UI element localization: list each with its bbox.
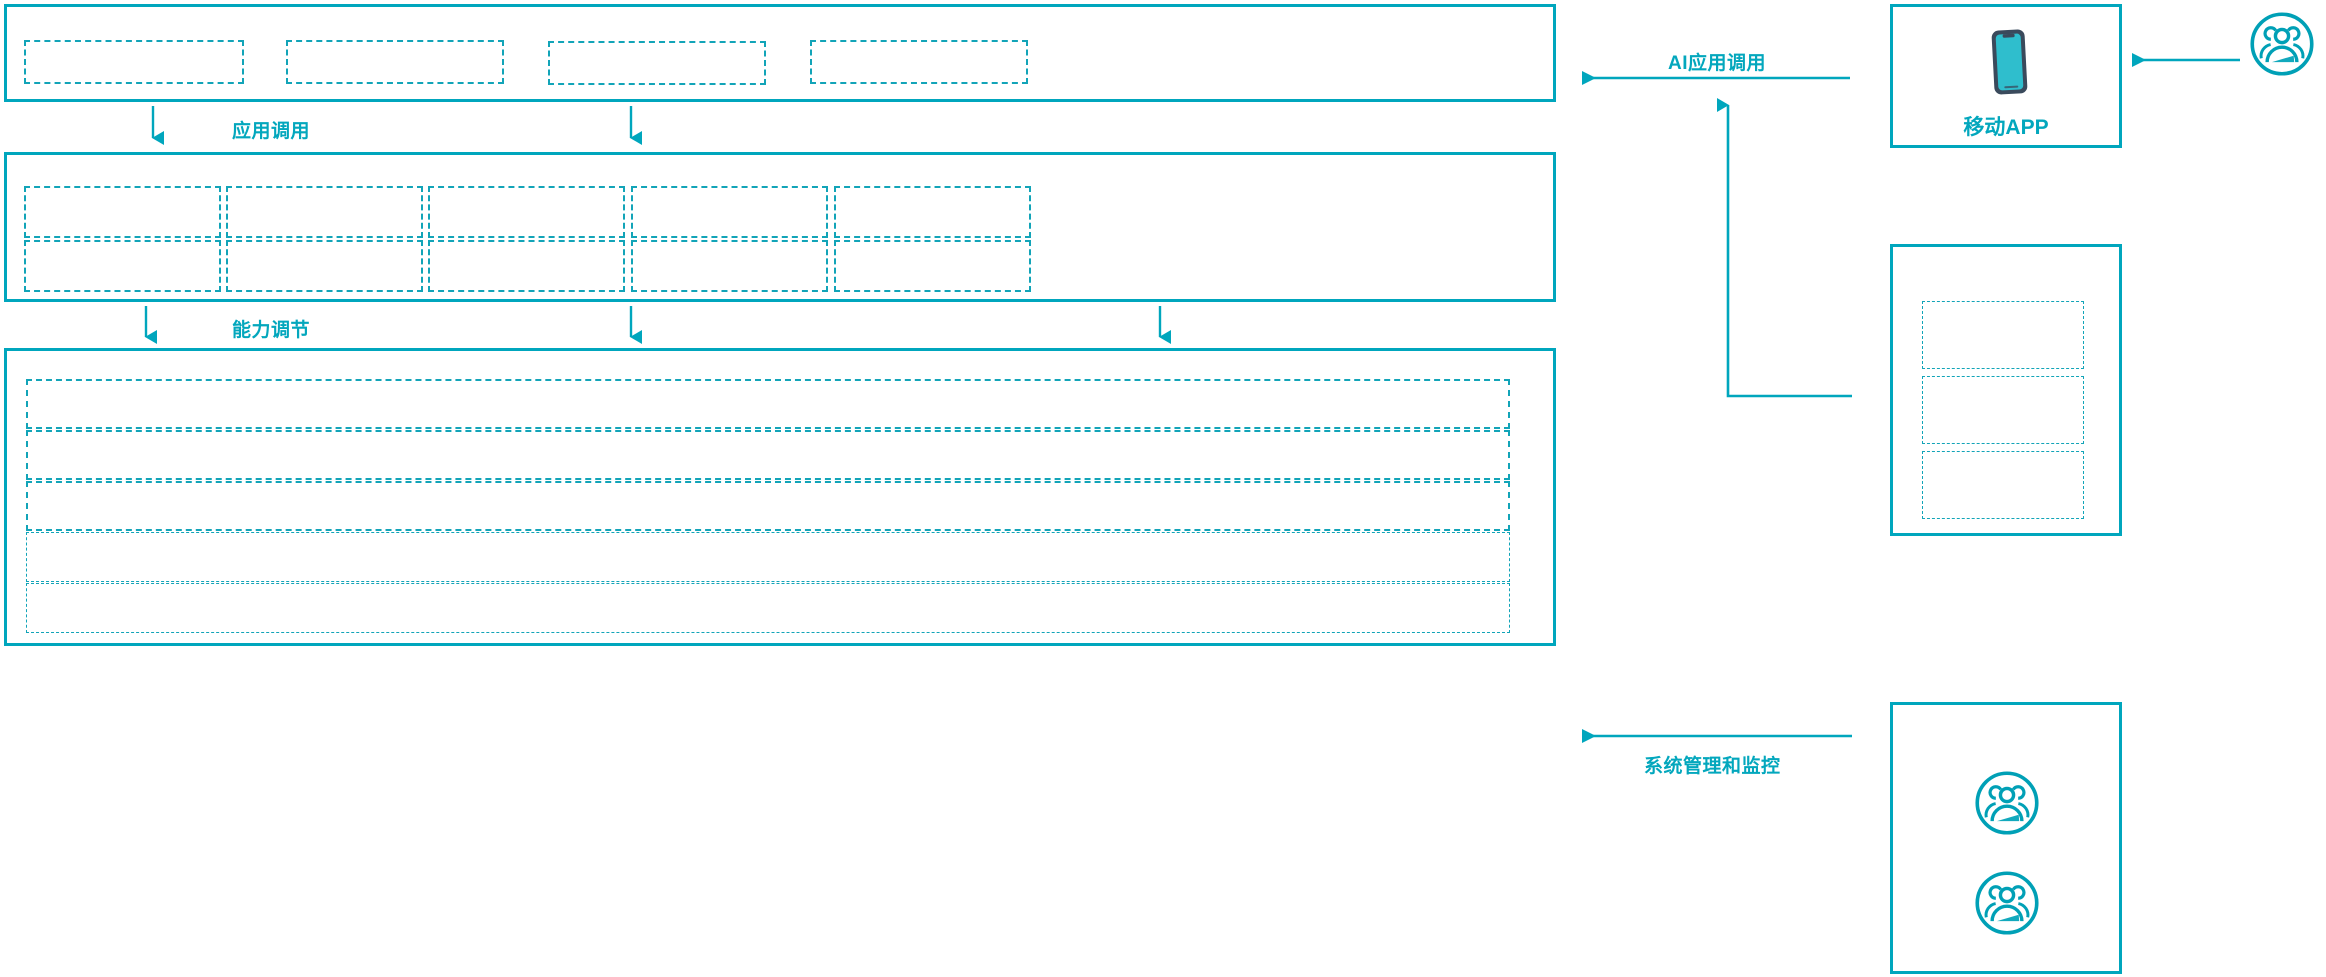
infrastructure-row[interactable]: [26, 379, 1510, 429]
infrastructure-row[interactable]: [26, 430, 1510, 480]
application-box[interactable]: [548, 41, 766, 85]
mobile-phone-icon: [1971, 25, 2047, 99]
capability-box[interactable]: [226, 186, 423, 238]
user-group-icon: [1973, 869, 2041, 937]
end-user-icon: [2248, 10, 2316, 78]
application-box[interactable]: [24, 40, 244, 84]
arrow-label-app-call: 应用调用: [232, 121, 311, 142]
capability-box[interactable]: [834, 240, 1031, 292]
capability-box[interactable]: [428, 186, 625, 238]
channel-row[interactable]: [1922, 301, 2084, 369]
user-group-icon: [1973, 769, 2041, 837]
application-layer-panel: [4, 4, 1556, 102]
application-box[interactable]: [810, 40, 1028, 84]
infrastructure-layer-panel: [4, 348, 1556, 646]
mobile-app-card[interactable]: 移动APP: [1890, 4, 2122, 148]
capability-box[interactable]: [631, 186, 828, 238]
infrastructure-row[interactable]: [26, 532, 1510, 582]
capability-box[interactable]: [834, 186, 1031, 238]
capability-box[interactable]: [24, 240, 221, 292]
capability-box[interactable]: [428, 240, 625, 292]
arrow-channel-riser: [1717, 98, 1852, 398]
channel-row[interactable]: [1922, 376, 2084, 444]
arrow-label-ai-app-call: AI应用调用: [1668, 53, 1767, 74]
application-box[interactable]: [286, 40, 504, 84]
arrow-label-capability-tuning: 能力调节: [232, 320, 311, 341]
capability-box[interactable]: [631, 240, 828, 292]
infrastructure-row[interactable]: [26, 481, 1510, 531]
arrow-label-system-admin-monitor: 系统管理和监控: [1644, 756, 1781, 777]
capability-box[interactable]: [226, 240, 423, 292]
mobile-app-label: 移动APP: [1963, 116, 2049, 139]
infrastructure-row[interactable]: [26, 583, 1510, 633]
channel-row[interactable]: [1922, 451, 2084, 519]
capability-box[interactable]: [24, 186, 221, 238]
capability-layer-panel: [4, 152, 1556, 302]
operations-card: [1890, 702, 2122, 974]
